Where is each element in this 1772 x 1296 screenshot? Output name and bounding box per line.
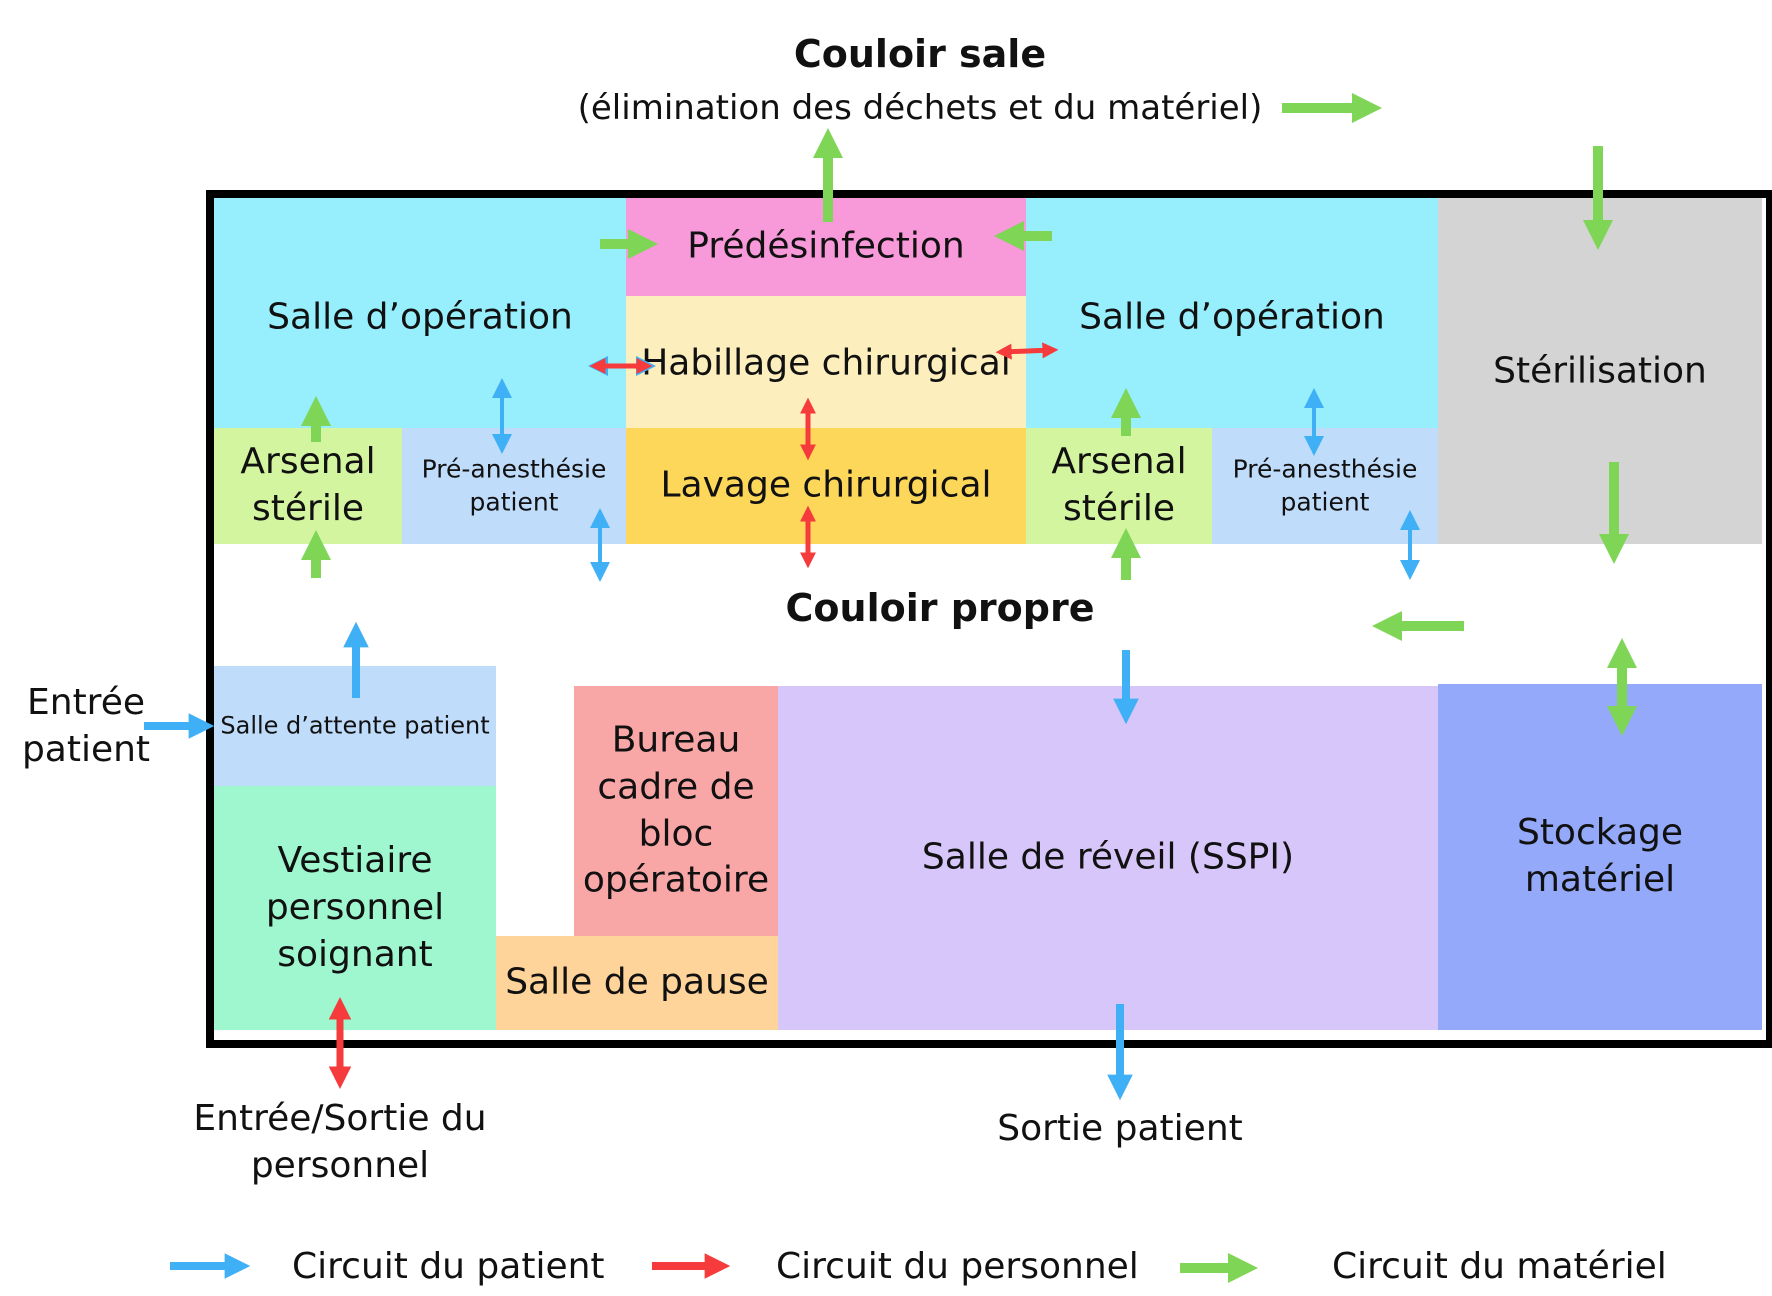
legend-patient-label: Circuit du patient [292,1246,605,1287]
building-outline [206,190,1772,1048]
surgical-gowning-label: Habillage chirurgical [641,342,1011,384]
staff-arrow-gowning-right [995,342,1059,360]
clean-corridor-label: Couloir propre [785,586,1095,630]
dirty-corridor-subtitle: (élimination des déchets et du matériel) [577,88,1263,128]
surgical-gowning-room: Habillage chirurgical [626,296,1026,428]
operating-room-left-label: Salle d’opération [267,296,573,338]
surgical-scrub-label: Lavage chirurgical [660,464,992,506]
break-room: Salle de pause [496,936,778,1030]
sterilization-room: Stérilisation [1438,198,1762,544]
legend-personnel-label: Circuit du personnel [776,1246,1139,1287]
break-room-label: Salle de pause [505,961,769,1003]
equipment-storage-label: Stockage matériel [1516,812,1684,900]
surgical-scrub-room: Lavage chirurgical [626,428,1026,544]
recovery-room-label: Salle de réveil (SSPI) [921,836,1295,878]
legend-material-label: Circuit du matériel [1332,1246,1667,1287]
predisinfection-label: Prédésinfection [687,225,965,267]
patient-exit-label: Sortie patient [997,1108,1243,1149]
operating-room-right-label: Salle d’opération [1079,296,1385,338]
equipment-storage: Stockage matériel [1438,684,1762,1030]
operating-room-left: Salle d’opération [214,198,626,428]
dirty-corridor-title: Couloir sale [793,32,1047,76]
sterilization-label: Stérilisation [1493,350,1707,392]
patient-waiting-label: Salle d’attente patient [220,711,490,740]
recovery-room: Salle de réveil (SSPI) [778,686,1438,1030]
operating-room-right: Salle d’opération [1026,198,1438,428]
